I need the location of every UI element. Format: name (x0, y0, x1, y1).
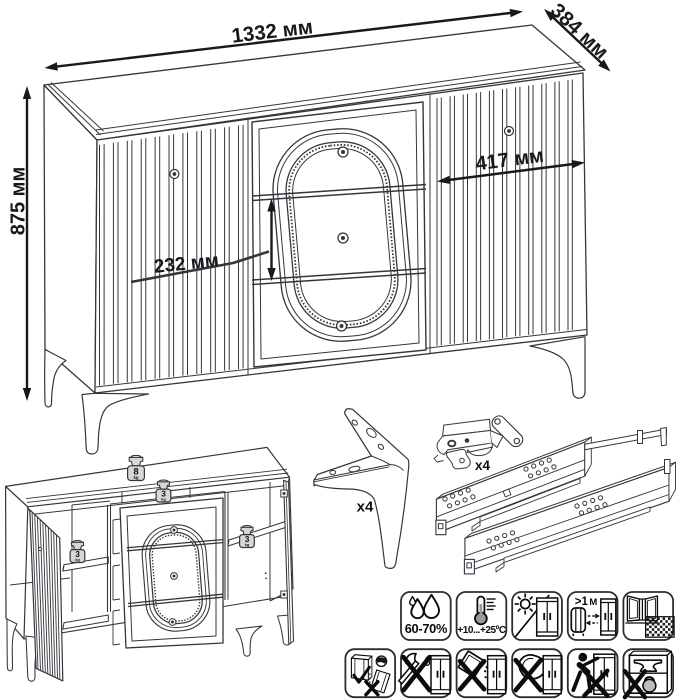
svg-text:x4: x4 (357, 499, 374, 516)
svg-text:M: M (589, 597, 597, 608)
svg-text:x4: x4 (475, 458, 491, 473)
svg-text:60-70%: 60-70% (405, 621, 448, 636)
svg-text:kg: kg (133, 475, 138, 480)
svg-text:kg: kg (75, 557, 80, 562)
svg-text:kg: kg (245, 542, 250, 547)
svg-text:>1: >1 (575, 596, 589, 608)
svg-text:3: 3 (75, 549, 80, 559)
svg-text:kg: kg (161, 497, 166, 502)
svg-text:+10...+25ºC: +10...+25ºC (457, 625, 505, 636)
svg-text:8: 8 (133, 466, 138, 477)
svg-text:3: 3 (161, 489, 166, 499)
svg-text:3: 3 (245, 534, 250, 544)
svg-text:875 мм: 875 мм (8, 167, 30, 236)
